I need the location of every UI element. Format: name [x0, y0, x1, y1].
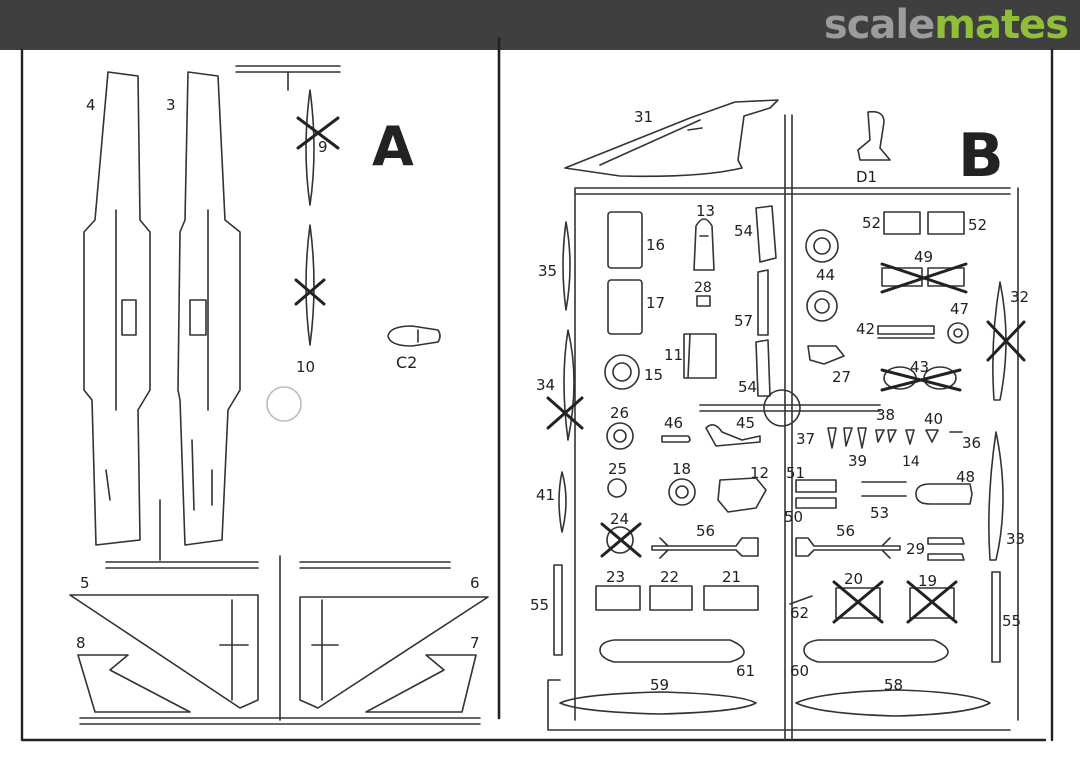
part-label: 46: [664, 414, 683, 432]
watermark-part-2: mates: [934, 2, 1069, 48]
part-label: 4: [86, 96, 96, 114]
part-label: 9: [318, 138, 328, 156]
part-label: 31: [634, 108, 653, 126]
part-label: 58: [884, 676, 903, 694]
part-label: 41: [536, 486, 555, 504]
part-label: 52: [862, 214, 881, 232]
part-label: 3: [166, 96, 176, 114]
part-label: 19: [918, 572, 937, 590]
part-label: 52: [968, 216, 987, 234]
part-label: 34: [536, 376, 555, 394]
part-label: 39: [848, 452, 867, 470]
part-label: 35: [538, 262, 557, 280]
sprue-a-letter: A: [372, 115, 414, 178]
sprue-b-labels: B 31 D1 13 16 17 28 15 11 35 34 26 46 45…: [530, 108, 1029, 694]
part-label: 5: [80, 574, 90, 592]
part-label: 24: [610, 510, 629, 528]
part-label: C2: [396, 353, 417, 372]
part-label: 33: [1006, 530, 1025, 548]
part-label: 48: [956, 468, 975, 486]
part-label: 59: [650, 676, 669, 694]
part-label: 56: [696, 522, 715, 540]
part-label: 29: [906, 540, 925, 558]
part-label: 61: [736, 662, 755, 680]
part-label: 10: [296, 358, 315, 376]
part-label: 16: [646, 236, 665, 254]
part-label: 42: [856, 320, 875, 338]
watermark-part-1: scale: [823, 2, 935, 48]
part-label: 57: [734, 312, 753, 330]
part-label: 44: [816, 266, 835, 284]
part-label: 7: [470, 634, 480, 652]
part-label: 26: [610, 404, 629, 422]
part-label: 12: [750, 464, 769, 482]
part-label: 18: [672, 460, 691, 478]
part-label: 50: [784, 508, 803, 526]
part-label: 49: [914, 248, 933, 266]
part-label: 28: [694, 280, 712, 296]
part-label: 21: [722, 568, 741, 586]
sprue-a-labels: A 4 3 9 10 C2 5 6 8 7: [76, 96, 480, 652]
part-label: 53: [870, 504, 889, 522]
scalemates-watermark: scalemates: [823, 2, 1069, 48]
part-label: 6: [470, 574, 480, 592]
part-label: 37: [796, 430, 815, 448]
part-label: 43: [910, 358, 929, 376]
part-label: 8: [76, 634, 86, 652]
part-label: 38: [876, 406, 895, 424]
part-label: 36: [962, 434, 981, 452]
part-label: 25: [608, 460, 627, 478]
part-label: 47: [950, 300, 969, 318]
part-label: 60: [790, 662, 809, 680]
part-label: 20: [844, 570, 863, 588]
part-label: 55: [530, 596, 549, 614]
part-label: 40: [924, 410, 943, 428]
part-label: 45: [736, 414, 755, 432]
sprue-b-letter: B: [958, 121, 1004, 191]
part-label: 17: [646, 294, 665, 312]
part-label: 13: [696, 202, 715, 220]
part-label: 32: [1010, 288, 1029, 306]
part-label: 51: [786, 464, 805, 482]
part-label: 14: [902, 454, 920, 470]
header-bar: [0, 0, 1080, 50]
part-label: 27: [832, 368, 851, 386]
part-label: 22: [660, 568, 679, 586]
part-label: 54: [734, 222, 753, 240]
part-label: 62: [790, 604, 809, 622]
part-label: 56: [836, 522, 855, 540]
part-label: 23: [606, 568, 625, 586]
part-label: 55: [1002, 612, 1021, 630]
part-label: 15: [644, 366, 663, 384]
part-label: 11: [664, 346, 683, 364]
part-label: D1: [856, 168, 877, 186]
part-label: 54: [738, 378, 757, 396]
